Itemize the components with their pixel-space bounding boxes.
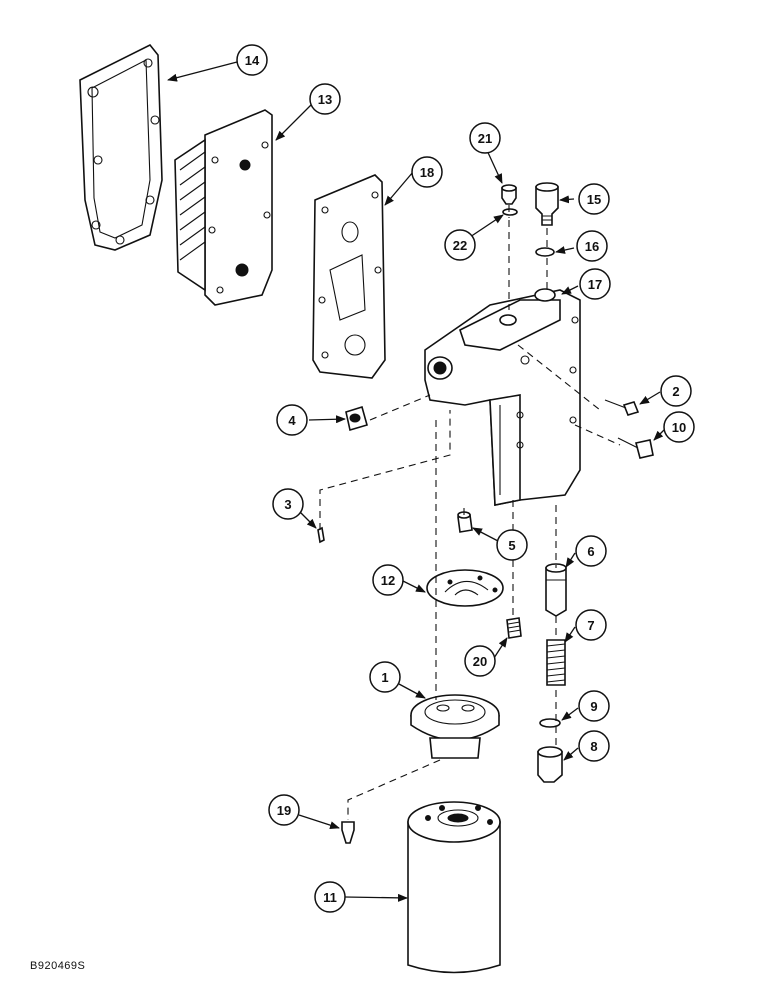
callout-label: 4	[288, 413, 296, 428]
plate-gasket-part-18	[312, 174, 386, 379]
oil-filter-part-11	[407, 801, 501, 974]
adapter-part-1	[410, 694, 500, 759]
alignment-lines	[319, 205, 621, 820]
callout-label: 18	[420, 165, 434, 180]
callout-18: 18	[411, 156, 443, 188]
gasket-part-14	[79, 43, 163, 251]
bolt-part-10	[617, 437, 654, 459]
callout-13: 13	[309, 83, 341, 115]
callout-label: 22	[453, 238, 467, 253]
o-ring-part-9	[539, 718, 561, 728]
callout-3: 3	[272, 488, 304, 520]
plug-part-21	[501, 184, 517, 205]
callout-label: 11	[323, 890, 337, 905]
filter-head-housing-part-17	[424, 288, 581, 506]
o-ring-part-22	[502, 208, 518, 216]
dowel-pin-part-3	[317, 526, 325, 544]
plug-part-8	[537, 746, 563, 783]
callout-label: 19	[277, 803, 291, 818]
callout-label: 6	[587, 544, 594, 559]
callout-19: 19	[268, 794, 300, 826]
callout-17: 17	[579, 268, 611, 300]
plate-part-12	[426, 569, 504, 607]
callout-16: 16	[576, 230, 608, 262]
callout-2: 2	[660, 375, 692, 407]
callout-label: 9	[590, 699, 597, 714]
callout-7: 7	[575, 609, 607, 641]
callout-6: 6	[575, 535, 607, 567]
callout-label: 5	[508, 538, 515, 553]
figure-id-label: B920469S	[30, 960, 86, 972]
callout-15: 15	[578, 183, 610, 215]
callout-label: 17	[588, 277, 602, 292]
callout-label: 8	[590, 739, 597, 754]
callout-label: 13	[318, 92, 332, 107]
callout-label: 7	[587, 618, 594, 633]
callout-label: 2	[672, 384, 679, 399]
callout-14: 14	[236, 44, 268, 76]
bolt-part-2	[604, 399, 640, 416]
callout-22: 22	[444, 229, 476, 261]
callout-10: 10	[663, 411, 695, 443]
oil-cooler-part-13	[174, 109, 273, 306]
valve-part-5	[457, 511, 473, 533]
callout-20: 20	[464, 645, 496, 677]
leader-arrows	[167, 61, 665, 902]
callout-4: 4	[276, 404, 308, 436]
callout-label: 20	[473, 654, 487, 669]
callout-8: 8	[578, 730, 610, 762]
screw-part-19	[341, 821, 355, 844]
callout-label: 14	[245, 53, 260, 68]
callout-label: 15	[587, 192, 601, 207]
fitting-part-15	[535, 182, 559, 226]
spring-part-7	[546, 639, 566, 686]
callout-label: 10	[672, 420, 686, 435]
callout-label: 3	[284, 497, 291, 512]
callout-5: 5	[496, 529, 528, 561]
o-ring-part-16	[535, 247, 555, 257]
spring-part-20	[506, 617, 522, 639]
callouts: 14 13 18 21 15 22 16 17 2 4 10 3 5 6 12 …	[236, 44, 695, 913]
callout-21: 21	[469, 122, 501, 154]
callout-11: 11	[314, 881, 346, 913]
callout-label: 21	[478, 131, 492, 146]
callout-12: 12	[372, 564, 404, 596]
callout-1: 1	[369, 661, 401, 693]
callout-label: 1	[381, 670, 388, 685]
piston-part-6	[545, 563, 567, 617]
callout-9: 9	[578, 690, 610, 722]
callout-label: 12	[381, 573, 395, 588]
plug-part-4	[345, 405, 368, 432]
callout-label: 16	[585, 239, 599, 254]
